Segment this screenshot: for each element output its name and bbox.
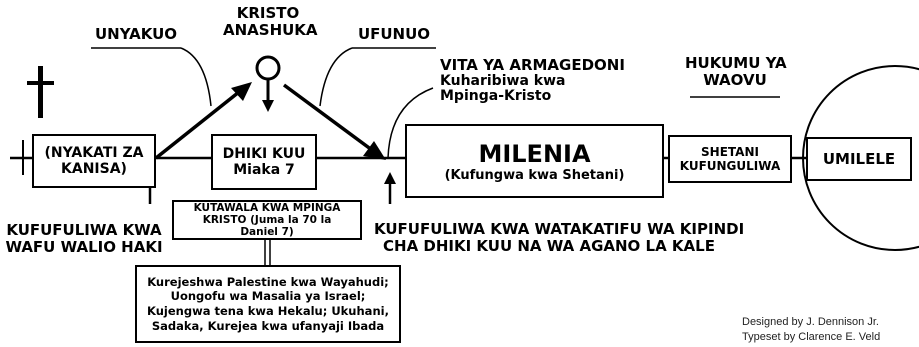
box-shetani-kufunguliwa: SHETANI KUFUNGULIWA bbox=[668, 135, 792, 183]
label-kristo-anashuka: KRISTO ANASHUKA bbox=[223, 4, 318, 39]
kurejeshwa-line2: Uongofu wa Masalia ya Israel; bbox=[170, 289, 366, 304]
dhiki-line1: DHIKI KUU bbox=[222, 146, 306, 162]
credit-designed: Designed by J. Dennison Jr. bbox=[742, 316, 879, 328]
kurejeshwa-line3: Kujengwa tena kwa Hekalu; Ukuhani, bbox=[147, 304, 389, 318]
kutawala-line3: Daniel 7) bbox=[240, 226, 294, 239]
kutawala-line2: KRISTO (Juma la 70 la bbox=[202, 213, 332, 226]
box-kutawala-mpinga-kristo: KUTAWALA KWA MPINGA KRISTO (Juma la 70 l… bbox=[172, 200, 362, 240]
descent-arrow bbox=[282, 83, 378, 155]
label-hukumu-line2: WAOVU bbox=[703, 70, 767, 89]
ufunuo-curve bbox=[319, 47, 353, 107]
kutawala-line1: KUTAWALA KWA MPINGA bbox=[193, 201, 341, 214]
milenia-title: MILENIA bbox=[478, 139, 591, 168]
dhiki-line2: Miaka 7 bbox=[233, 162, 295, 178]
label-hukumu-line1: HUKUMU YA bbox=[685, 54, 787, 72]
kurejeshwa-line1: Kurejeshwa Palestine kwa Wayahudi; bbox=[147, 274, 389, 289]
label-kristo-line1: KRISTO bbox=[236, 4, 300, 22]
box-milenia: MILENIA (Kufungwa kwa Shetani) bbox=[405, 124, 664, 198]
shetani-line1: SHETANI bbox=[701, 145, 759, 159]
kufufuliwa-haki-line1: KUFUFULIWA KWA bbox=[6, 221, 162, 239]
rapture-arrow bbox=[154, 86, 246, 160]
christ-circle-icon bbox=[255, 55, 281, 81]
label-vita-line2: Kuharibiwa kwa bbox=[440, 72, 566, 89]
kufufuliwa-watakatifu-line1: KUFUFULIWA KWA WATAKATIFU WA KIPINDI bbox=[374, 220, 745, 238]
kurejeshwa-line4: Sadaka, Kurejea kwa ufanyaji Ibada bbox=[151, 318, 385, 333]
box-dhiki-kuu: DHIKI KUU Miaka 7 bbox=[211, 134, 317, 190]
label-kufufuliwa-wafu-haki: KUFUFULIWA KWA WAFU WALIO HAKI bbox=[2, 222, 166, 256]
label-vita-armagedoni: VITA YA ARMAGEDONI Kuharibiwa kwa Mpinga… bbox=[440, 57, 625, 105]
armageddon-curve bbox=[387, 87, 434, 159]
resurrection-arrowhead-right bbox=[384, 172, 396, 184]
label-unyakuo: UNYAKUO bbox=[94, 25, 178, 43]
nyakati-line1: (NYAKATI ZA bbox=[44, 145, 144, 161]
unyakuo-curve bbox=[180, 47, 212, 107]
umilele-text: UMILELE bbox=[822, 150, 896, 168]
rapture-arrowhead bbox=[231, 82, 252, 101]
kufufuliwa-haki-line2: WAFU WALIO HAKI bbox=[5, 237, 163, 256]
box-kurejeshwa-palestine: Kurejeshwa Palestine kwa Wayahudi; Uongo… bbox=[135, 265, 401, 343]
credit-typeset: Typeset by Clarence E. Veld bbox=[742, 331, 881, 343]
nyakati-line2: KANISA) bbox=[61, 161, 127, 177]
cross-icon bbox=[27, 66, 54, 118]
box-nyakati-za-kanisa: (NYAKATI ZA KANISA) bbox=[32, 134, 156, 188]
kufufuliwa-watakatifu-line2: CHA DHIKI KUU NA WA AGANO LA KALE bbox=[383, 236, 715, 255]
christ-down-arrowhead bbox=[262, 100, 274, 112]
descent-arrowhead bbox=[363, 141, 386, 160]
milenia-subtitle: (Kufungwa kwa Shetani) bbox=[444, 167, 625, 183]
label-kufufuliwa-watakatifu: KUFUFULIWA KWA WATAKATIFU WA KIPINDI CHA… bbox=[374, 220, 745, 255]
shetani-line2: KUFUNGULIWA bbox=[679, 159, 781, 173]
label-hukumu-waovu: HUKUMU YA WAOVU bbox=[685, 54, 787, 89]
box-umilele: UMILELE bbox=[806, 137, 912, 181]
eternity-ellipse bbox=[802, 65, 919, 251]
label-kristo-line2: ANASHUKA bbox=[223, 20, 318, 39]
label-ufunuo: UFUNUO bbox=[357, 25, 431, 43]
label-vita-line3: Mpinga-Kristo bbox=[440, 88, 552, 105]
label-vita-line1: VITA YA ARMAGEDONI bbox=[440, 56, 625, 74]
